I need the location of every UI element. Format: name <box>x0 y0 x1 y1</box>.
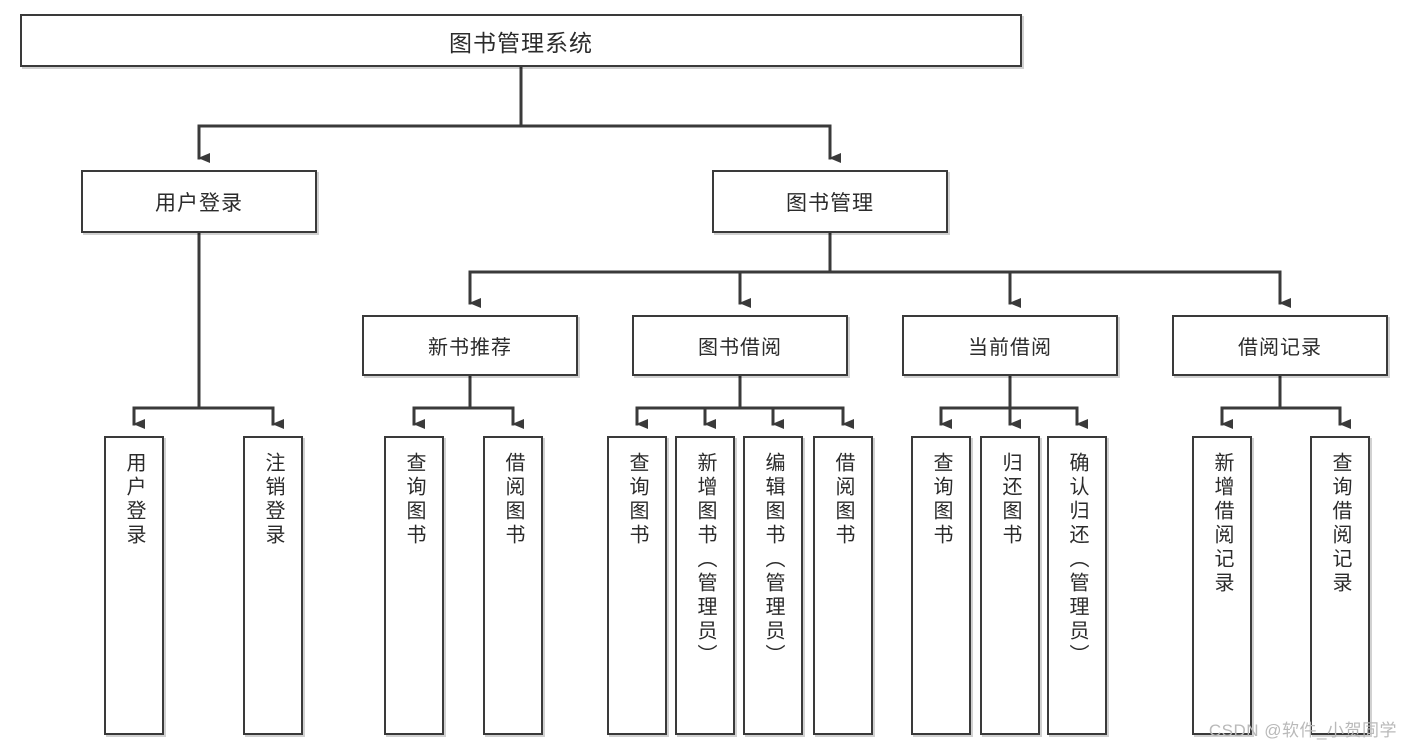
leaf-query-book-current-label: 查询图书 <box>930 452 952 548</box>
leaf-query-book-current[interactable]: 查询图书 <box>911 436 971 735</box>
leaf-query-book-borrow-label: 查询图书 <box>626 452 648 548</box>
leaf-borrow-book-recommend[interactable]: 借阅图书 <box>483 436 543 735</box>
node-root[interactable]: 图书管理系统 <box>20 14 1022 67</box>
leaf-logout-label: 注销登录 <box>262 452 284 548</box>
node-user-login-label: 用户登录 <box>155 191 243 215</box>
leaf-edit-book-admin[interactable]: 编辑图书（管理员） <box>743 436 803 735</box>
leaf-return-book[interactable]: 归还图书 <box>980 436 1040 735</box>
leaf-query-borrow-record-label: 查询借阅记录 <box>1329 452 1351 596</box>
leaf-query-borrow-record[interactable]: 查询借阅记录 <box>1310 436 1370 735</box>
node-current-borrow[interactable]: 当前借阅 <box>902 315 1118 376</box>
leaf-user-login[interactable]: 用户登录 <box>104 436 164 735</box>
leaf-query-book-recommend-label: 查询图书 <box>403 452 425 548</box>
watermark: CSDN @软件_小贺同学 <box>1208 721 1397 740</box>
node-current-borrow-label: 当前借阅 <box>968 337 1052 359</box>
leaf-add-book-admin[interactable]: 新增图书（管理员） <box>675 436 735 735</box>
node-book-management[interactable]: 图书管理 <box>712 170 948 233</box>
leaf-add-borrow-record[interactable]: 新增借阅记录 <box>1192 436 1252 735</box>
leaf-confirm-return-admin[interactable]: 确认归还（管理员） <box>1047 436 1107 735</box>
node-book-management-label: 图书管理 <box>786 191 874 215</box>
leaf-query-book-borrow[interactable]: 查询图书 <box>607 436 667 735</box>
leaf-query-book-recommend[interactable]: 查询图书 <box>384 436 444 735</box>
leaf-confirm-return-admin-label: 确认归还（管理员） <box>1066 452 1088 668</box>
node-book-borrow[interactable]: 图书借阅 <box>632 315 848 376</box>
leaf-borrow-book-label: 借阅图书 <box>832 452 854 548</box>
node-borrow-record-label: 借阅记录 <box>1238 337 1322 359</box>
leaf-borrow-book[interactable]: 借阅图书 <box>813 436 873 735</box>
leaf-add-borrow-record-label: 新增借阅记录 <box>1211 452 1233 596</box>
leaf-add-book-admin-label: 新增图书（管理员） <box>694 452 716 668</box>
node-borrow-record[interactable]: 借阅记录 <box>1172 315 1388 376</box>
leaf-borrow-book-recommend-label: 借阅图书 <box>502 452 524 548</box>
leaf-user-login-label: 用户登录 <box>123 452 145 548</box>
node-new-book-recommend[interactable]: 新书推荐 <box>362 315 578 376</box>
leaf-edit-book-admin-label: 编辑图书（管理员） <box>762 452 784 668</box>
leaf-logout[interactable]: 注销登录 <box>243 436 303 735</box>
node-new-book-recommend-label: 新书推荐 <box>428 337 512 359</box>
node-book-borrow-label: 图书借阅 <box>698 337 782 359</box>
node-user-login[interactable]: 用户登录 <box>81 170 317 233</box>
node-root-label: 图书管理系统 <box>449 29 593 56</box>
leaf-return-book-label: 归还图书 <box>999 452 1021 548</box>
